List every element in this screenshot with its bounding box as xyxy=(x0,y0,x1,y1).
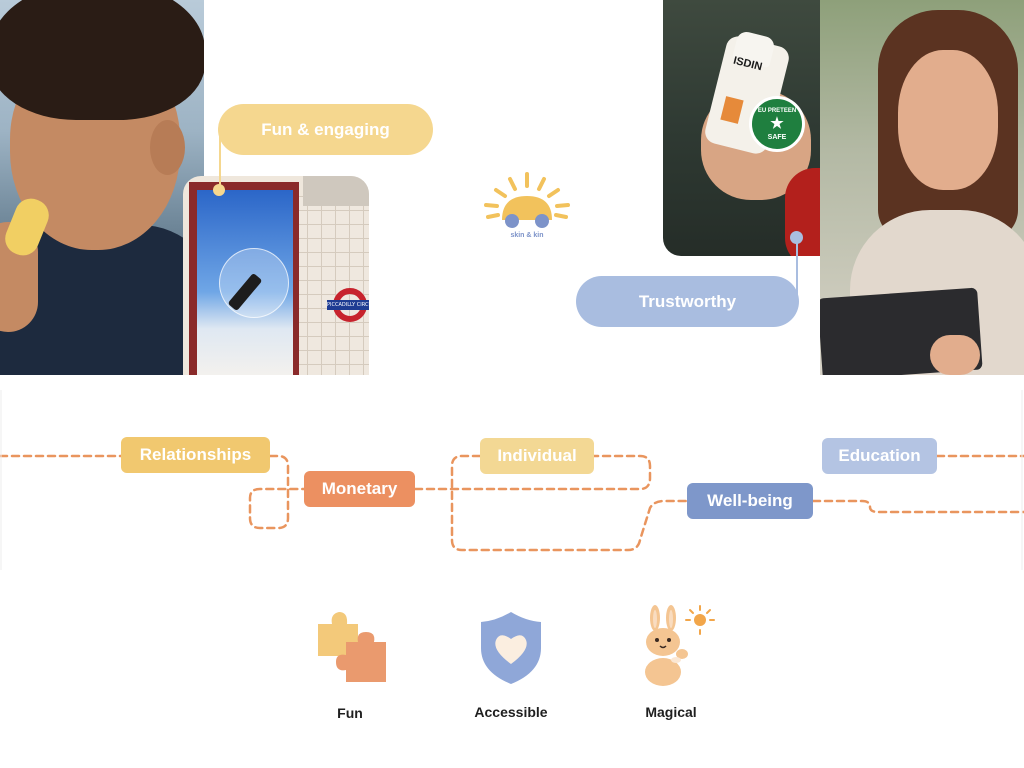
value-label-accessible: Accessible xyxy=(474,704,548,720)
eu-preteen-safe-badge: EU PRETEEN ★ SAFE xyxy=(749,96,805,152)
badge-text-top: EU PRETEEN xyxy=(757,108,797,114)
journey-map xyxy=(0,390,1024,570)
journey-dashed-path xyxy=(0,390,1024,570)
photo-hand xyxy=(930,335,980,375)
callout-connector-trust xyxy=(796,236,798,301)
journey-tag-wellbeing: Well-being xyxy=(687,483,813,519)
photo-woman-with-tablet xyxy=(820,0,1024,375)
journey-tag-individual: Individual xyxy=(480,438,594,474)
photo-ceiling-pipe xyxy=(303,176,369,206)
callout-fun-engaging: Fun & engaging xyxy=(218,104,433,155)
value-label-fun: Fun xyxy=(337,705,363,721)
logo-wordmark: skin & kin xyxy=(510,232,544,239)
journey-tag-relationships: Relationships xyxy=(121,437,270,473)
photo-ear xyxy=(150,120,185,175)
photo-subway-poster: PICCADILLY CIRCUS xyxy=(183,176,369,375)
photo-boy-applying-sunscreen xyxy=(0,0,204,375)
skin-and-kin-logo xyxy=(484,172,570,228)
journey-tag-education: Education xyxy=(822,438,937,474)
callout-dot-fun xyxy=(213,184,225,196)
photo-face xyxy=(898,50,998,190)
callout-dot-trust xyxy=(790,231,803,244)
rabbit-sun-icon xyxy=(645,605,715,686)
callout-trustworthy: Trustworthy xyxy=(576,276,799,327)
underground-station-name: PICCADILLY CIRCUS xyxy=(327,300,369,310)
photo-hair xyxy=(0,0,204,120)
shield-heart-icon xyxy=(481,612,541,684)
puzzle-icon xyxy=(318,612,386,682)
photo-tiled-wall xyxy=(293,196,369,375)
value-label-magical: Magical xyxy=(645,704,697,720)
badge-text-bottom: SAFE xyxy=(767,134,787,141)
callout-connector-fun xyxy=(219,128,221,190)
journey-tag-monetary: Monetary xyxy=(304,471,415,507)
star-icon: ★ xyxy=(770,115,784,132)
